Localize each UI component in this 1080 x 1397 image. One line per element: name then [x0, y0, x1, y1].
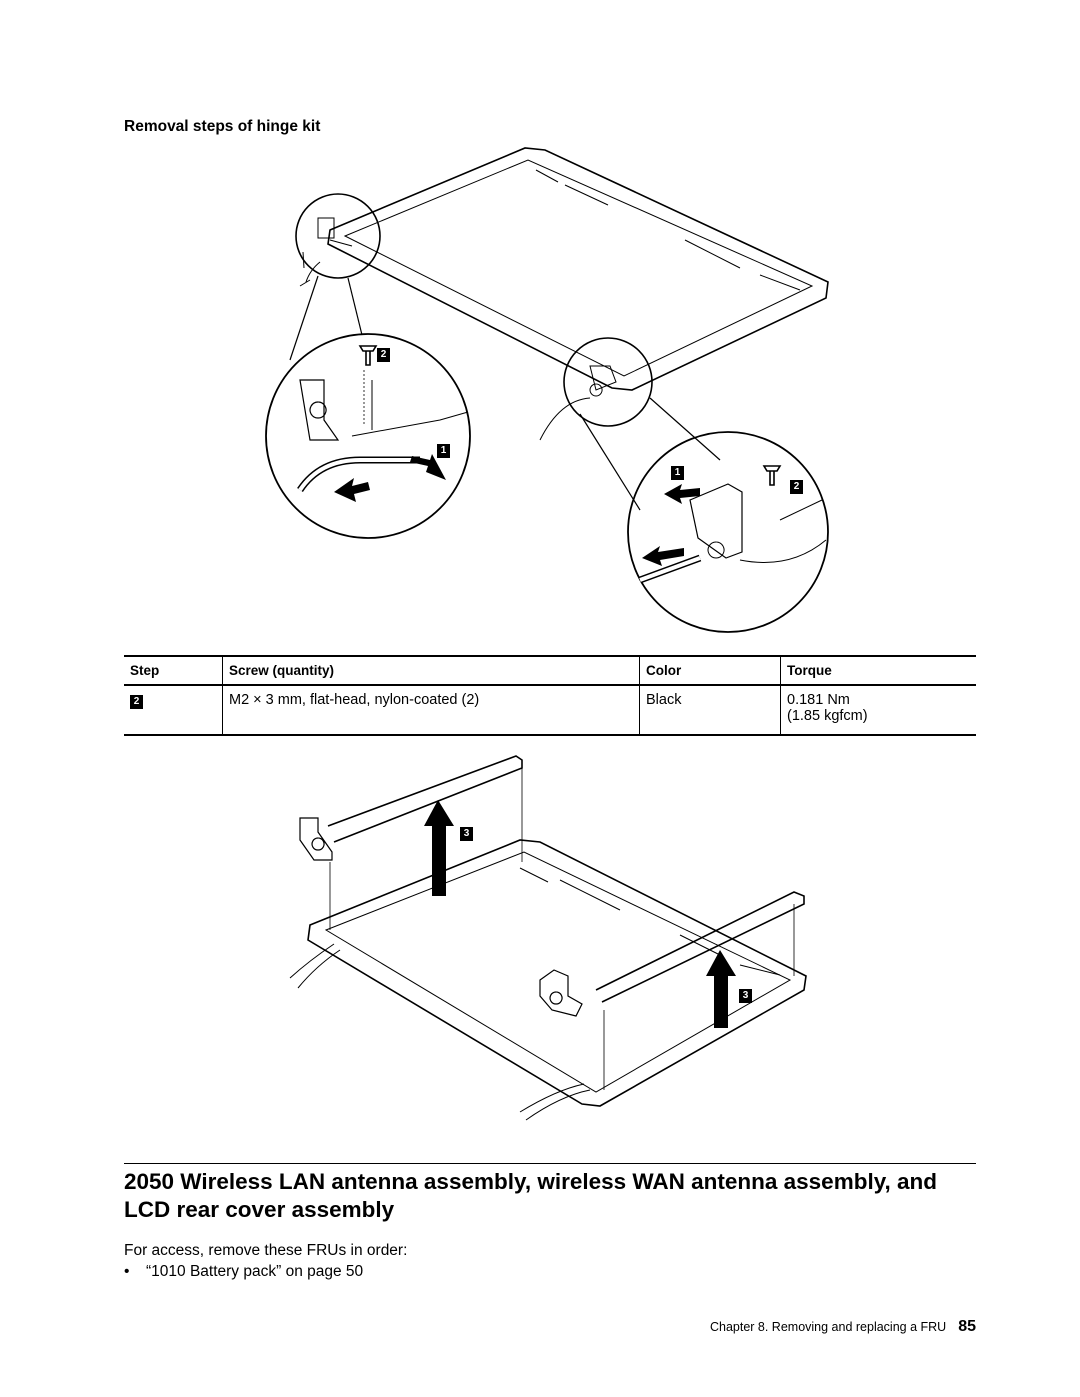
subheading: Removal steps of hinge kit [124, 118, 321, 135]
step-1-callout: 1 [671, 466, 684, 480]
step-2-icon: 2 [130, 695, 143, 709]
torque-nm: 0.181 Nm [787, 692, 850, 708]
section-title: 2050 Wireless LAN antenna assembly, wire… [124, 1169, 938, 1222]
col-color: Color [639, 655, 781, 686]
fru-link[interactable]: “1010 Battery pack” on page 50 [146, 1263, 364, 1280]
color-cell: Black [639, 685, 781, 736]
col-step: Step [124, 655, 223, 686]
bullet-icon: • [124, 1263, 130, 1280]
chapter-label: Chapter 8. Removing and replacing a FRU [709, 1320, 947, 1334]
list-item: • “1010 Battery pack” on page 50 [124, 1263, 363, 1281]
step-cell: 2 [124, 685, 223, 736]
access-instructions: For access, remove these FRUs in order: [124, 1242, 408, 1259]
step-2-callout: 2 [377, 348, 390, 362]
step-3-callout: 3 [739, 989, 752, 1003]
page-number: 85 [958, 1318, 976, 1335]
page-footer: Chapter 8. Removing and replacing a FRU 8… [0, 1318, 976, 1336]
hinge-removal-figure: 2 1 1 2 [265, 147, 829, 633]
hinge-lift-figure: 3 3 [289, 755, 807, 1121]
col-torque: Torque [780, 655, 976, 686]
step-3-callout: 3 [460, 827, 473, 841]
table-header-row: Step Screw (quantity) Color Torque [124, 655, 976, 686]
step-1-callout: 1 [437, 444, 450, 458]
torque-kgfcm: (1.85 kgfcm) [787, 708, 868, 724]
col-screw: Screw (quantity) [222, 655, 640, 686]
step-2-callout: 2 [790, 480, 803, 494]
section-divider [124, 1163, 976, 1164]
table-row: 2 M2 × 3 mm, flat-head, nylon-coated (2)… [124, 685, 976, 736]
screw-table: Step Screw (quantity) Color Torque 2 M2 … [124, 655, 976, 736]
screw-cell: M2 × 3 mm, flat-head, nylon-coated (2) [222, 685, 640, 736]
torque-cell: 0.181 Nm (1.85 kgfcm) [780, 685, 976, 736]
